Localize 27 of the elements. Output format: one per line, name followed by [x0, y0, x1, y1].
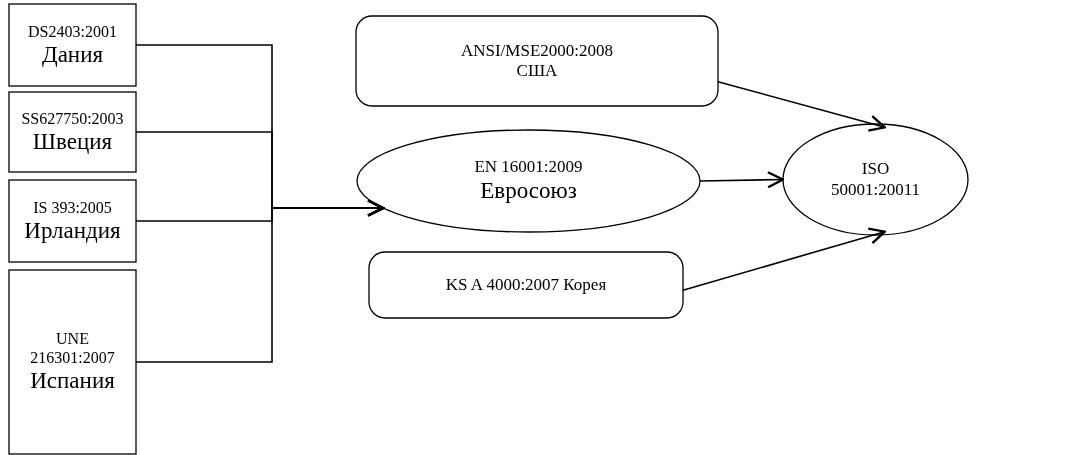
standard-code: IS 393:2005: [33, 197, 112, 217]
arrow: [699, 171, 785, 189]
country-name: Испания: [30, 367, 115, 395]
standard-code: ANSI/MSE2000:2008: [460, 40, 614, 61]
country-name: Евросоюз: [480, 177, 577, 205]
standard-code: EN 16001:2009: [474, 157, 583, 178]
arrow: [135, 199, 385, 363]
rectangle-box: [8, 179, 137, 263]
ellipse-node: [356, 129, 701, 233]
country-name: 50001:20011: [830, 179, 921, 200]
rectangle-box: [8, 3, 137, 87]
country-name: Швеция: [32, 127, 113, 156]
country-name: Дания: [41, 40, 104, 69]
standard-code: KS A 4000:2007 Корея: [445, 274, 607, 296]
rectangle-box: [8, 269, 137, 455]
arrow: [682, 227, 886, 292]
rounded-box: [368, 251, 684, 319]
standard-code: SS627750:2003: [21, 108, 124, 128]
standard-code: DS2403:2001: [28, 21, 117, 41]
country-name: США: [516, 61, 558, 82]
rounded-box: [355, 15, 719, 107]
country-name: Ирландия: [24, 216, 121, 245]
standard-code: UNE 216301:2007: [30, 329, 115, 368]
arrow: [717, 80, 886, 132]
standard-code: ISO: [861, 159, 890, 180]
ellipse-node: [782, 123, 969, 236]
rectangle-box: [8, 91, 137, 173]
